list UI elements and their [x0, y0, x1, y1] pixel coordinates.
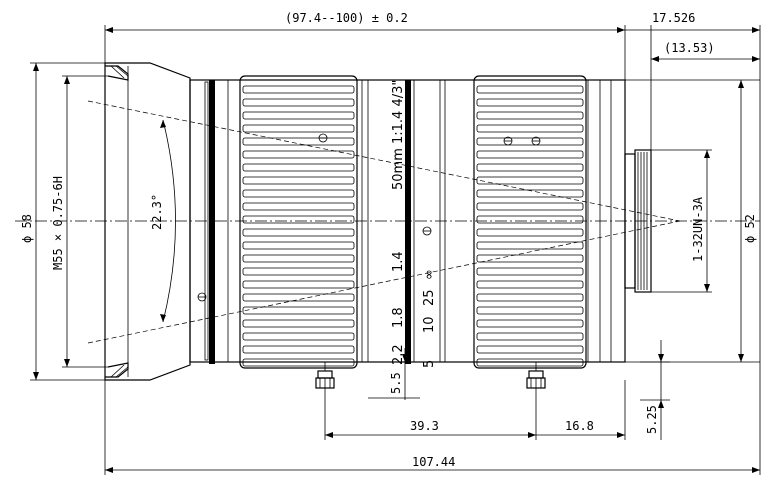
- grip-rib: [476, 215, 584, 224]
- grip-rib: [476, 85, 584, 94]
- grip-rib: [242, 189, 355, 198]
- grip-rib: [476, 319, 584, 328]
- grip-rib: [242, 280, 355, 289]
- focus-mark: 5: [422, 360, 437, 368]
- grip-rib: [242, 124, 355, 133]
- aperture-ring[interactable]: [239, 75, 358, 369]
- grip-rib: [242, 98, 355, 107]
- focus-mark: ∞: [422, 269, 437, 280]
- screw-icon: [318, 133, 328, 143]
- grip-rib: [476, 241, 584, 250]
- grip-rib: [242, 332, 355, 341]
- grip-rib: [476, 202, 584, 211]
- screw-icon: [422, 226, 432, 236]
- grip-rib: [242, 137, 355, 146]
- aperture-mark: 1.8: [391, 307, 406, 328]
- grip-rib: [476, 332, 584, 341]
- screw-spacing-label: 39.3: [410, 419, 439, 433]
- grip-rib: [242, 228, 355, 237]
- grip-rib: [476, 254, 584, 263]
- screw-height-label: 5.25: [645, 405, 659, 434]
- mount-diameter-label: ϕ 52: [743, 214, 757, 243]
- grip-rib: [242, 215, 355, 224]
- rear-screw-offset-label: 16.8: [565, 419, 594, 433]
- ring-outline: [473, 75, 587, 369]
- front-diameter-label: ϕ 58: [20, 214, 34, 243]
- grip-rib: [476, 137, 584, 146]
- grip-rib: [242, 358, 355, 367]
- grip-rib: [476, 345, 584, 354]
- grip-rib: [476, 189, 584, 198]
- field-of-view-rays: [87, 100, 681, 344]
- grip-rib: [476, 293, 584, 302]
- total-length-label: 107.44: [412, 455, 455, 469]
- grip-rib: [476, 176, 584, 185]
- mount-thread-label: 1-32UN-3A: [691, 196, 705, 262]
- screw-icon: [503, 136, 541, 146]
- grip-rib: [242, 85, 355, 94]
- c-mount: [624, 149, 652, 293]
- grip-rib: [242, 293, 355, 302]
- grip-rib: [242, 176, 355, 185]
- grip-rib: [242, 345, 355, 354]
- aperture-mark: 1.4: [391, 251, 406, 272]
- grip-rib: [476, 280, 584, 289]
- ring-outline: [239, 75, 358, 369]
- mount-length-label: 17.526: [652, 11, 695, 25]
- grip-rib: [476, 228, 584, 237]
- grip-rib: [242, 241, 355, 250]
- grip-rib: [476, 111, 584, 120]
- front-hood: [104, 62, 191, 381]
- overall-length-label: (97.4--100) ± 0.2: [285, 11, 408, 25]
- grip-rib: [242, 150, 355, 159]
- lens-body: [189, 79, 626, 364]
- focus-mark: 25: [422, 289, 437, 306]
- grip-rib: [476, 267, 584, 276]
- lens-model-marking: 50mm 1:1.4 4/3": [391, 80, 406, 190]
- grip-rib: [476, 124, 584, 133]
- grip-rib: [242, 306, 355, 315]
- ring-gap-label: 5.5: [389, 372, 403, 394]
- grip-rib: [242, 202, 355, 211]
- grip-rib: [242, 111, 355, 120]
- focus-mark: 10: [422, 316, 437, 333]
- grip-rib: [476, 98, 584, 107]
- grip-rib: [242, 163, 355, 172]
- grip-rib: [476, 306, 584, 315]
- grip-rib: [476, 163, 584, 172]
- grip-rib: [476, 150, 584, 159]
- grip-rib: [242, 319, 355, 328]
- aperture-mark: 2.2: [391, 344, 406, 365]
- flange-depth-label: (13.53): [664, 41, 715, 55]
- field-angle-label: 22.3°: [150, 194, 164, 230]
- grip-rib: [476, 358, 584, 367]
- focus-ring[interactable]: [473, 75, 587, 369]
- filter-thread-label: M55 × 0.75-6H: [51, 176, 65, 270]
- dimension-lines: [30, 25, 761, 475]
- grip-rib: [242, 254, 355, 263]
- grip-rib: [242, 267, 355, 276]
